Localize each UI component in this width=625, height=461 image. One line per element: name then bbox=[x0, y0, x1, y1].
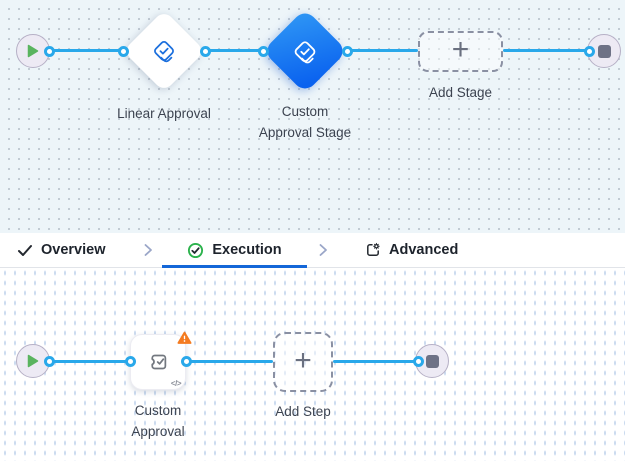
tab-label: Overview bbox=[41, 242, 106, 258]
stage-node-custom-approval-stage[interactable] bbox=[262, 8, 348, 94]
add-step-label: Add Step bbox=[275, 404, 331, 419]
connector-port[interactable] bbox=[44, 356, 55, 367]
connector-port[interactable] bbox=[413, 356, 424, 367]
approval-icon bbox=[294, 40, 316, 63]
chevron-right-icon bbox=[143, 233, 153, 267]
check-circle-icon bbox=[188, 242, 204, 258]
connector-port[interactable] bbox=[342, 46, 353, 57]
warning-icon[interactable] bbox=[177, 331, 192, 350]
start-node[interactable] bbox=[16, 34, 50, 68]
connector-line bbox=[333, 360, 419, 363]
connector-port[interactable] bbox=[181, 356, 192, 367]
tab-label: Execution bbox=[212, 242, 282, 258]
connector-line bbox=[186, 360, 273, 363]
add-step-button[interactable]: + bbox=[273, 332, 333, 392]
approval-icon bbox=[154, 41, 174, 63]
connector-line bbox=[205, 49, 263, 52]
code-icon: </> bbox=[170, 379, 182, 388]
connector-port[interactable] bbox=[258, 46, 269, 57]
stage-node-linear-approval[interactable] bbox=[122, 9, 206, 93]
add-stage-label: Add Stage bbox=[428, 85, 493, 100]
stage-node-label: Linear Approval bbox=[117, 106, 211, 121]
stage-detail-tab-bar: Overview Execution bbox=[0, 233, 625, 268]
step-node-custom-approval[interactable]: </> bbox=[130, 331, 192, 390]
check-icon bbox=[18, 245, 32, 256]
connector-port[interactable] bbox=[200, 46, 211, 57]
connector-line bbox=[33, 360, 130, 363]
approval-step-icon bbox=[151, 354, 167, 370]
tab-execution[interactable]: Execution bbox=[162, 233, 307, 268]
connector-port[interactable] bbox=[584, 46, 595, 57]
advanced-settings-icon bbox=[367, 242, 380, 256]
connector-port[interactable] bbox=[118, 46, 129, 57]
play-icon bbox=[27, 354, 39, 368]
tab-label: Advanced bbox=[389, 242, 459, 258]
step-node-label: Custom Approval bbox=[131, 403, 185, 439]
stage-flow-canvas[interactable]: Linear Approval Custom Approval Stage + … bbox=[0, 0, 625, 233]
tab-advanced[interactable]: Advanced bbox=[348, 233, 458, 267]
stop-icon bbox=[597, 44, 611, 58]
connector-line bbox=[503, 49, 589, 52]
chevron-right-icon bbox=[318, 233, 328, 267]
connector-port[interactable] bbox=[44, 46, 55, 57]
play-icon bbox=[27, 44, 39, 58]
stop-icon bbox=[425, 354, 439, 368]
stage-node-label: Custom Approval Stage bbox=[258, 104, 352, 140]
connector-line bbox=[33, 49, 123, 52]
step-flow-canvas[interactable]: </> Custom Approval + Add Step bbox=[0, 268, 625, 461]
active-tab-underline bbox=[162, 265, 307, 268]
connector-port[interactable] bbox=[125, 356, 136, 367]
tab-overview[interactable]: Overview bbox=[0, 233, 106, 267]
plus-icon: + bbox=[451, 33, 470, 66]
plus-icon: + bbox=[294, 343, 312, 377]
connector-line bbox=[346, 49, 418, 52]
add-stage-button[interactable]: + bbox=[418, 31, 503, 72]
